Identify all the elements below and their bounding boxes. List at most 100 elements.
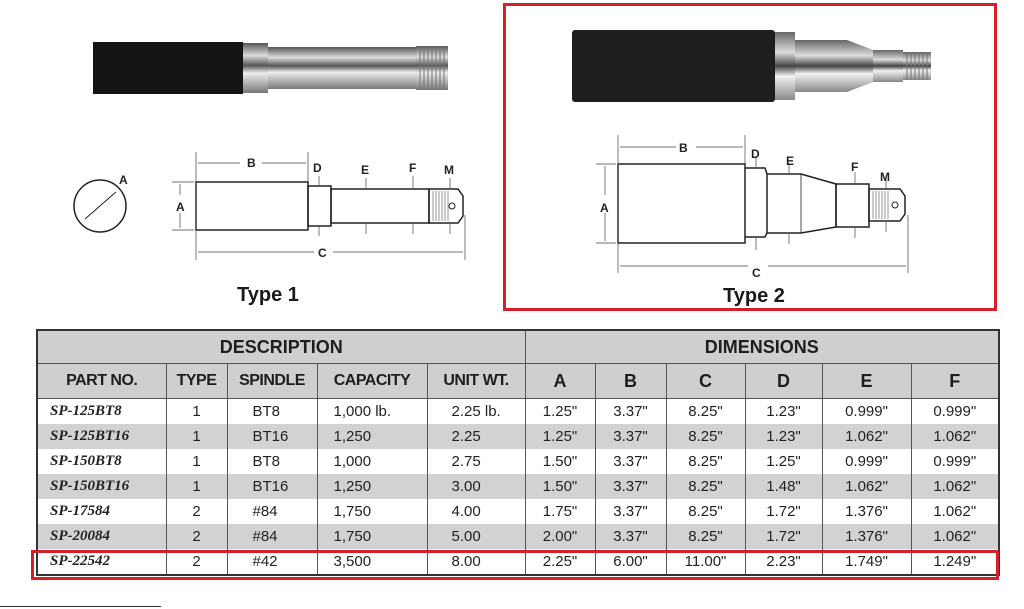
type-1-spindle-photo <box>93 42 448 94</box>
svg-text:A: A <box>119 173 128 187</box>
part-no-cell: SP-17584 <box>36 499 167 524</box>
spindle-cell: BT16 <box>226 424 318 449</box>
type-2-spindle-photo <box>572 30 931 102</box>
type-1-section-circle <box>73 179 127 233</box>
spindle-cell: #84 <box>226 499 318 524</box>
capacity-cell: 3,500 <box>316 549 428 575</box>
dim-a-cell: 2.25" <box>524 549 596 575</box>
dim-d-cell: 1.48" <box>744 474 823 499</box>
type-2-dimension-drawing <box>596 135 909 273</box>
col-header-type: TYPE <box>165 363 228 399</box>
type-1-illustration: A B D <box>73 42 466 260</box>
dim-e-cell: 1.062" <box>821 424 912 449</box>
svg-text:B: B <box>679 141 688 155</box>
part-no-cell: SP-125BT16 <box>36 424 167 449</box>
col-header-part-no: PART NO. <box>36 363 167 399</box>
capacity-cell: 1,000 lb. <box>316 398 428 424</box>
type-cell: 2 <box>165 549 228 575</box>
col-header-unit-wt: UNIT WT. <box>426 363 526 399</box>
col-header-a: A <box>524 363 596 399</box>
spindle-cell: BT16 <box>226 474 318 499</box>
col-header-b: B <box>594 363 667 399</box>
dim-f-cell: 0.999" <box>910 398 1000 424</box>
dim-c-cell: 11.00" <box>665 549 746 575</box>
dim-d-cell: 1.25" <box>744 449 823 474</box>
unit-wt-cell: 2.25 lb. <box>426 398 526 424</box>
dim-a-cell: 1.75" <box>524 499 596 524</box>
capacity-cell: 1,750 <box>316 524 428 549</box>
dim-e-cell: 1.062" <box>821 474 912 499</box>
dim-b-cell: 3.37" <box>594 424 667 449</box>
table-row: SP-150BT8 1 BT8 1,000 2.75 1.50" 3.37" 8… <box>36 449 1000 474</box>
dim-d-cell: 2.23" <box>744 549 823 575</box>
svg-text:F: F <box>851 160 858 174</box>
description-group-header: DESCRIPTION <box>36 330 526 364</box>
dim-b-cell: 6.00" <box>594 549 667 575</box>
dim-f-cell: 1.062" <box>910 424 1000 449</box>
part-no-cell: SP-22542 <box>36 549 167 575</box>
dim-c-cell: 8.25" <box>665 398 746 424</box>
dim-a-cell: 1.50" <box>524 474 596 499</box>
svg-text:E: E <box>361 163 369 177</box>
unit-wt-cell: 2.25 <box>426 424 526 449</box>
svg-text:C: C <box>752 266 761 280</box>
dim-a-cell: 1.25" <box>524 398 596 424</box>
dim-f-cell: 1.249" <box>910 549 1000 575</box>
table-row: SP-125BT16 1 BT16 1,250 2.25 1.25" 3.37"… <box>36 424 1000 449</box>
col-header-spindle: SPINDLE <box>226 363 318 399</box>
dim-e-cell: 1.376" <box>821 499 912 524</box>
col-header-e: E <box>821 363 912 399</box>
dim-e-cell: 0.999" <box>821 449 912 474</box>
dim-d-cell: 1.23" <box>744 398 823 424</box>
svg-text:C: C <box>318 246 327 260</box>
part-no-cell: SP-125BT8 <box>36 398 167 424</box>
dim-c-cell: 8.25" <box>665 474 746 499</box>
table-row-highlighted: SP-22542 2 #42 3,500 8.00 2.25" 6.00" 11… <box>36 549 1000 575</box>
dim-a-cell: 2.00" <box>524 524 596 549</box>
dim-b-cell: 3.37" <box>594 499 667 524</box>
svg-text:E: E <box>786 154 794 168</box>
capacity-cell: 1,000 <box>316 449 428 474</box>
dim-b-cell: 3.37" <box>594 449 667 474</box>
dim-b-cell: 3.37" <box>594 474 667 499</box>
unit-wt-cell: 3.00 <box>426 474 526 499</box>
dim-e-cell: 0.999" <box>821 398 912 424</box>
table-row: SP-17584 2 #84 1,750 4.00 1.75" 3.37" 8.… <box>36 499 1000 524</box>
svg-text:A: A <box>600 201 609 215</box>
type-1-caption: Type 1 <box>237 284 299 306</box>
col-header-c: C <box>665 363 746 399</box>
spindle-cell: BT8 <box>226 449 318 474</box>
svg-text:D: D <box>313 161 322 175</box>
dim-d-cell: 1.72" <box>744 499 823 524</box>
dim-c-cell: 8.25" <box>665 499 746 524</box>
dim-e-cell: 1.376" <box>821 524 912 549</box>
col-header-d: D <box>744 363 823 399</box>
svg-text:M: M <box>444 163 454 177</box>
dim-b-cell: 3.37" <box>594 398 667 424</box>
type-cell: 1 <box>165 474 228 499</box>
dim-a-cell: 1.50" <box>524 449 596 474</box>
dim-c-cell: 8.25" <box>665 424 746 449</box>
dim-d-cell: 1.72" <box>744 524 823 549</box>
figure-type-2: B D E F M A C Type 2 <box>503 3 997 311</box>
dim-c-cell: 8.25" <box>665 449 746 474</box>
dim-c-cell: 8.25" <box>665 524 746 549</box>
svg-text:M: M <box>880 170 890 184</box>
type-2-caption: Type 2 <box>723 285 785 307</box>
capacity-cell: 1,250 <box>316 474 428 499</box>
unit-wt-cell: 8.00 <box>426 549 526 575</box>
table-row: SP-20084 2 #84 1,750 5.00 2.00" 3.37" 8.… <box>36 524 1000 549</box>
svg-text:F: F <box>409 161 416 175</box>
dim-f-cell: 0.999" <box>910 449 1000 474</box>
unit-wt-cell: 2.75 <box>426 449 526 474</box>
capacity-cell: 1,250 <box>316 424 428 449</box>
svg-text:D: D <box>751 147 760 161</box>
col-header-capacity: CAPACITY <box>316 363 428 399</box>
svg-text:B: B <box>247 156 256 170</box>
dim-e-cell: 1.749" <box>821 549 912 575</box>
dim-f-cell: 1.062" <box>910 499 1000 524</box>
spindle-cell: #42 <box>226 549 318 575</box>
dim-d-cell: 1.23" <box>744 424 823 449</box>
unit-wt-cell: 5.00 <box>426 524 526 549</box>
spindle-cell: BT8 <box>226 398 318 424</box>
